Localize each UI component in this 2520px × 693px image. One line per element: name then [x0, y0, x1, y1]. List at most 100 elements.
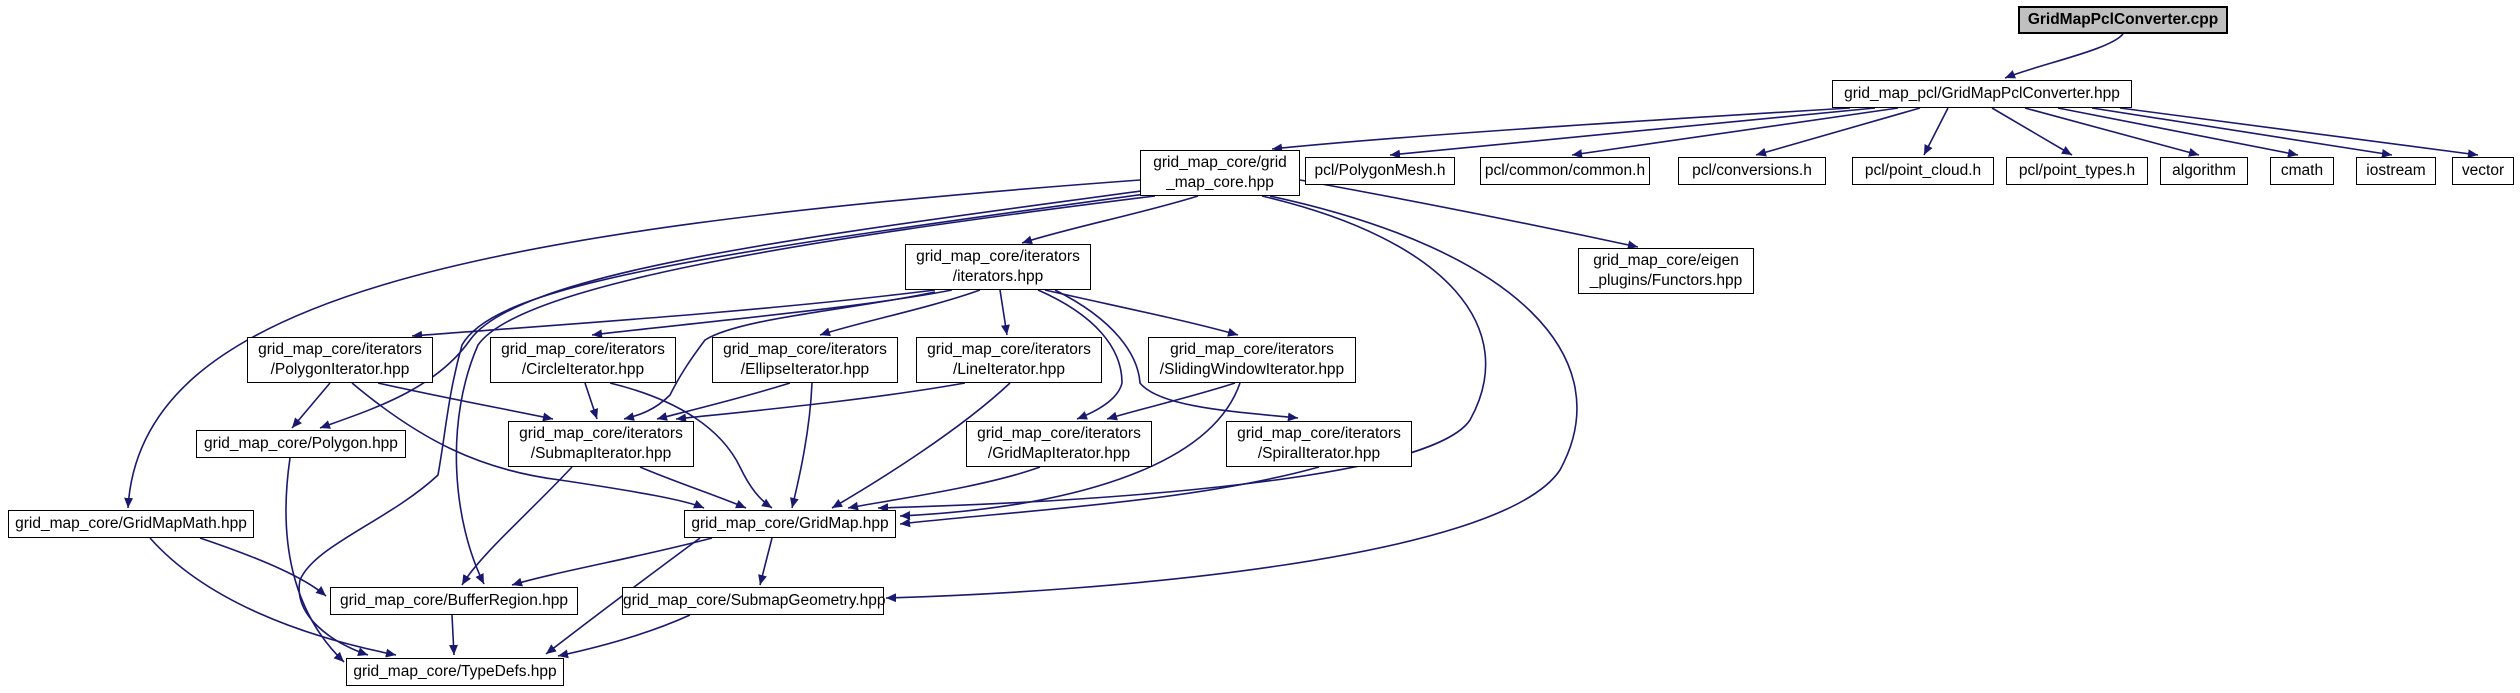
node-cmath: cmath: [2270, 157, 2334, 185]
edge-core-to-gridmapmath: [124, 179, 1141, 509]
edge-gridmap-to-submapgeometry: [758, 537, 773, 586]
node-slidingwindow-iterator-hpp[interactable]: grid_map_core/iterators /SlidingWindowIt…: [1148, 337, 1356, 383]
node-label: cmath: [2280, 161, 2324, 179]
node-iostream: iostream: [2356, 157, 2436, 185]
node-label: grid_map_core/SubmapGeometry.hpp: [623, 591, 886, 609]
node-ellipse-iterator-hpp[interactable]: grid_map_core/iterators /EllipseIterator…: [712, 337, 898, 383]
edge-pcl-hpp-to-iostream: [2091, 107, 2393, 158]
edge-core-to-typedefs: [298, 193, 1146, 656]
edge-iterators-to-polygon-iterator: [411, 289, 936, 340]
node-bufferregion-hpp[interactable]: grid_map_core/BufferRegion.hpp: [330, 587, 578, 615]
edge-slidingwindow-to-gridmap-iterator: [1106, 382, 1236, 421]
node-typedefs-hpp[interactable]: grid_map_core/TypeDefs.hpp: [346, 658, 564, 686]
edge-pcl-hpp-to-core: [1271, 107, 1851, 153]
edge-submapgeometry-to-typedefs: [557, 614, 691, 659]
node-label: grid_map_core/iterators /SlidingWindowIt…: [1159, 340, 1345, 378]
edge-cpp-to-pcl-hpp: [2004, 33, 2124, 79]
node-gridmap-hpp[interactable]: grid_map_core/GridMap.hpp: [684, 510, 896, 538]
node-label: algorithm: [2172, 161, 2236, 179]
edge-pcl-hpp-to-polygonmesh: [1389, 107, 1876, 159]
edge-ellipse-iterator-to-gridmap: [790, 382, 813, 509]
edge-iterators-to-submap-iterator: [623, 291, 936, 421]
node-submap-iterator-hpp[interactable]: grid_map_core/iterators /SubmapIterator.…: [508, 421, 694, 467]
edge-iterators-to-slidingwindow-iterator: [1044, 289, 1239, 337]
edge-slidingwindow-to-gridmap: [899, 382, 1241, 520]
node-iterators-hpp[interactable]: grid_map_core/iterators /iterators.hpp: [905, 244, 1091, 290]
node-vector: vector: [2452, 157, 2514, 185]
edge-circle-iterator-to-submap-iterator: [584, 382, 599, 420]
node-label: pcl/conversions.h: [1692, 161, 1812, 179]
node-label: grid_map_core/TypeDefs.hpp: [353, 662, 557, 680]
edge-polygon-to-typedefs: [285, 457, 345, 663]
edge-iterators-to-gridmap-iterator: [1037, 289, 1123, 420]
node-label: grid_map_core/iterators /GridMapIterator…: [977, 424, 1141, 462]
node-pcl-point-cloud: pcl/point_cloud.h: [1852, 157, 1994, 185]
node-label: grid_map_core/iterators /PolygonIterator…: [258, 340, 422, 378]
node-gridmappclconverter-cpp: GridMapPclConverter.cpp: [2018, 6, 2228, 34]
node-label: grid_map_core/BufferRegion.hpp: [339, 591, 569, 609]
edge-gridmapmath-to-typedefs: [149, 537, 397, 658]
node-label: pcl/common/common.h: [1484, 161, 1646, 179]
node-polygon-iterator-hpp[interactable]: grid_map_core/iterators /PolygonIterator…: [247, 337, 433, 383]
edge-iterators-to-circle-iterator: [591, 289, 953, 339]
edge-core-to-polygon: [319, 189, 1149, 429]
node-label: grid_map_core/iterators /EllipseIterator…: [723, 340, 887, 378]
node-gridmap-iterator-hpp[interactable]: grid_map_core/iterators /GridMapIterator…: [966, 421, 1152, 467]
node-label: grid_map_pcl/GridMapPclConverter.hpp: [1844, 84, 2120, 102]
edge-core-to-gridmap: [877, 195, 1487, 513]
node-grid-map-core-hpp[interactable]: grid_map_core/grid _map_core.hpp: [1140, 150, 1300, 196]
edge-gridmap-to-typedefs: [545, 537, 701, 655]
node-label: grid_map_core/iterators /LineIterator.hp…: [927, 340, 1091, 378]
edge-pcl-hpp-to-cmath: [2057, 107, 2299, 158]
node-submapgeometry-hpp[interactable]: grid_map_core/SubmapGeometry.hpp: [622, 587, 886, 615]
node-label: grid_map_core/iterators /CircleIterator.…: [501, 340, 665, 378]
node-label: grid_map_core/eigen _plugins/Functors.hp…: [1589, 251, 1743, 289]
node-label: grid_map_core/GridMap.hpp: [691, 514, 889, 532]
node-label: grid_map_core/GridMapMath.hpp: [15, 514, 247, 532]
node-label: grid_map_core/grid _map_core.hpp: [1153, 153, 1287, 191]
edge-pcl-hpp-to-algorithm: [2024, 107, 2200, 157]
node-gridmapmath-hpp[interactable]: grid_map_core/GridMapMath.hpp: [8, 510, 254, 538]
node-label: pcl/PolygonMesh.h: [1314, 161, 1446, 179]
node-pcl-conversions: pcl/conversions.h: [1678, 157, 1826, 185]
edge-gridmap-iterator-to-gridmap: [847, 466, 1041, 511]
edge-submap-iterator-to-gridmap: [639, 466, 747, 509]
edge-polygon-iterator-to-gridmap: [351, 382, 705, 509]
edge-core-to-iterators: [1021, 195, 1199, 245]
edge-polygon-iterator-to-polygon: [291, 382, 331, 429]
node-spiral-iterator-hpp[interactable]: grid_map_core/iterators /SpiralIterator.…: [1226, 421, 1412, 467]
edge-core-to-submapgeometry: [885, 195, 1578, 603]
node-label: grid_map_core/iterators /iterators.hpp: [916, 247, 1080, 285]
node-label: vector: [2461, 161, 2505, 179]
node-label: grid_map_core/iterators /SubmapIterator.…: [519, 424, 683, 462]
node-polygon-hpp[interactable]: grid_map_core/Polygon.hpp: [196, 430, 406, 458]
node-label: GridMapPclConverter.cpp: [2027, 10, 2219, 28]
edge-line-iterator-to-gridmap: [831, 382, 1011, 509]
node-circle-iterator-hpp[interactable]: grid_map_core/iterators /CircleIterator.…: [490, 337, 676, 383]
node-eigen-plugins-functors-hpp[interactable]: grid_map_core/eigen _plugins/Functors.hp…: [1578, 248, 1754, 294]
node-pcl-polygonmesh: pcl/PolygonMesh.h: [1305, 157, 1455, 185]
edge-ellipse-iterator-to-submap-iterator: [656, 382, 791, 421]
node-line-iterator-hpp[interactable]: grid_map_core/iterators /LineIterator.hp…: [916, 337, 1102, 383]
node-gridmappclconverter-hpp[interactable]: grid_map_pcl/GridMapPclConverter.hpp: [1832, 80, 2132, 108]
edge-iterators-to-spiral-iterator: [1054, 289, 1299, 422]
edge-line-iterator-to-submap-iterator: [675, 382, 966, 423]
edge-polygon-iterator-to-submap-iterator: [377, 382, 554, 422]
edge-pcl-hpp-to-conversions: [1755, 107, 1921, 157]
edge-submap-iterator-to-bufferregion: [461, 466, 573, 586]
edge-pcl-hpp-to-pointtypes: [1991, 107, 2073, 156]
edge-gridmapmath-to-bufferregion: [199, 537, 327, 597]
edge-iterators-to-ellipse-iterator: [819, 289, 981, 337]
node-label: pcl/point_cloud.h: [1864, 161, 1982, 179]
edge-gridmap-to-bufferregion: [511, 537, 713, 587]
node-pcl-common: pcl/common/common.h: [1480, 157, 1650, 185]
node-pcl-point-types: pcl/point_types.h: [2006, 157, 2148, 185]
node-algorithm: algorithm: [2160, 157, 2248, 185]
node-label: pcl/point_types.h: [2018, 161, 2136, 179]
edge-pcl-hpp-to-pointcloud: [1923, 107, 1949, 156]
edge-pcl-hpp-to-vector: [2119, 107, 2479, 159]
edge-iterators-to-line-iterator: [999, 289, 1010, 336]
edge-pcl-hpp-to-common: [1571, 107, 1899, 158]
